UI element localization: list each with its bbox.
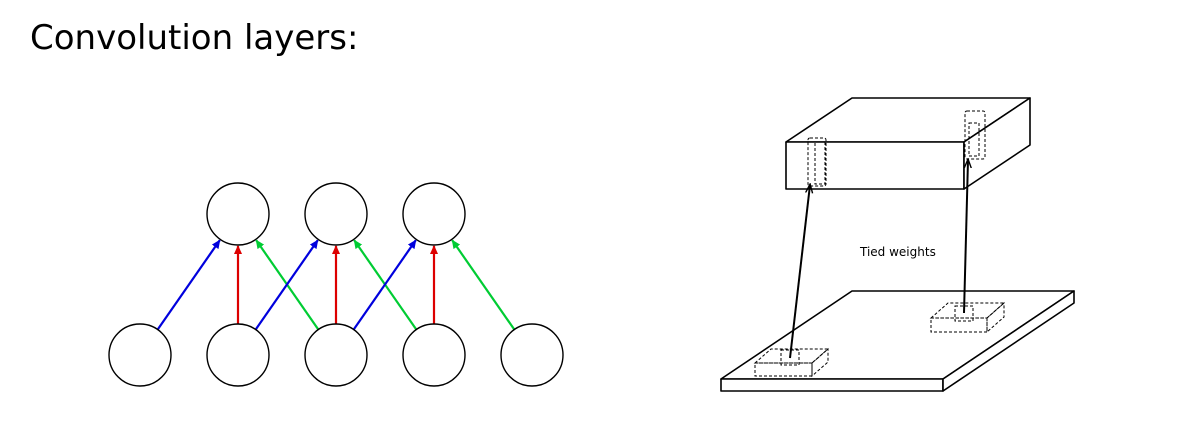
input-patch-right-front bbox=[930, 317, 988, 333]
output-column-right-inner bbox=[968, 122, 980, 157]
output-node-3 bbox=[402, 182, 466, 246]
input-patch-right-side bbox=[986, 301, 1005, 334]
output-column-right-outer bbox=[964, 110, 986, 160]
input-patch-right-inner bbox=[954, 305, 974, 322]
output-box-front-face bbox=[785, 141, 965, 190]
input-node-5 bbox=[500, 323, 564, 387]
nodes-layer bbox=[108, 182, 564, 387]
conv-network bbox=[108, 182, 564, 387]
output-node-1 bbox=[206, 182, 270, 246]
input-node-3 bbox=[304, 323, 368, 387]
edge-right-in5-out3 bbox=[451, 239, 516, 331]
output-neuron-column-right bbox=[964, 110, 986, 160]
edge-left-in1-out1 bbox=[156, 239, 221, 331]
input-slab-front-face bbox=[720, 378, 944, 392]
edge-left-in3-out3 bbox=[352, 239, 417, 331]
slide-title: Convolution layers: bbox=[30, 18, 359, 58]
input-patch-left bbox=[753, 347, 830, 378]
input-patch-left-inner bbox=[780, 349, 800, 366]
volume-figure: Tied weights bbox=[720, 97, 1075, 392]
output-node-2 bbox=[304, 182, 368, 246]
input-node-1 bbox=[108, 323, 172, 387]
input-node-4 bbox=[402, 323, 466, 387]
input-slab-side-face bbox=[942, 290, 1075, 392]
tied-weight-link-right bbox=[963, 160, 968, 314]
tied-weights-label: Tied weights bbox=[859, 245, 936, 259]
output-neuron-column-left bbox=[807, 137, 827, 187]
input-patch-right bbox=[929, 301, 1006, 334]
input-volume-slab bbox=[720, 290, 1075, 392]
tied-weight-link-left bbox=[789, 185, 810, 359]
input-node-2 bbox=[206, 323, 270, 387]
edges-layer bbox=[156, 239, 516, 331]
output-volume-box bbox=[785, 97, 1031, 190]
output-column-left-outer bbox=[807, 137, 827, 187]
edge-left-in2-out2 bbox=[254, 239, 319, 331]
output-box-side-face bbox=[963, 97, 1031, 190]
output-column-left-inner bbox=[814, 141, 826, 185]
